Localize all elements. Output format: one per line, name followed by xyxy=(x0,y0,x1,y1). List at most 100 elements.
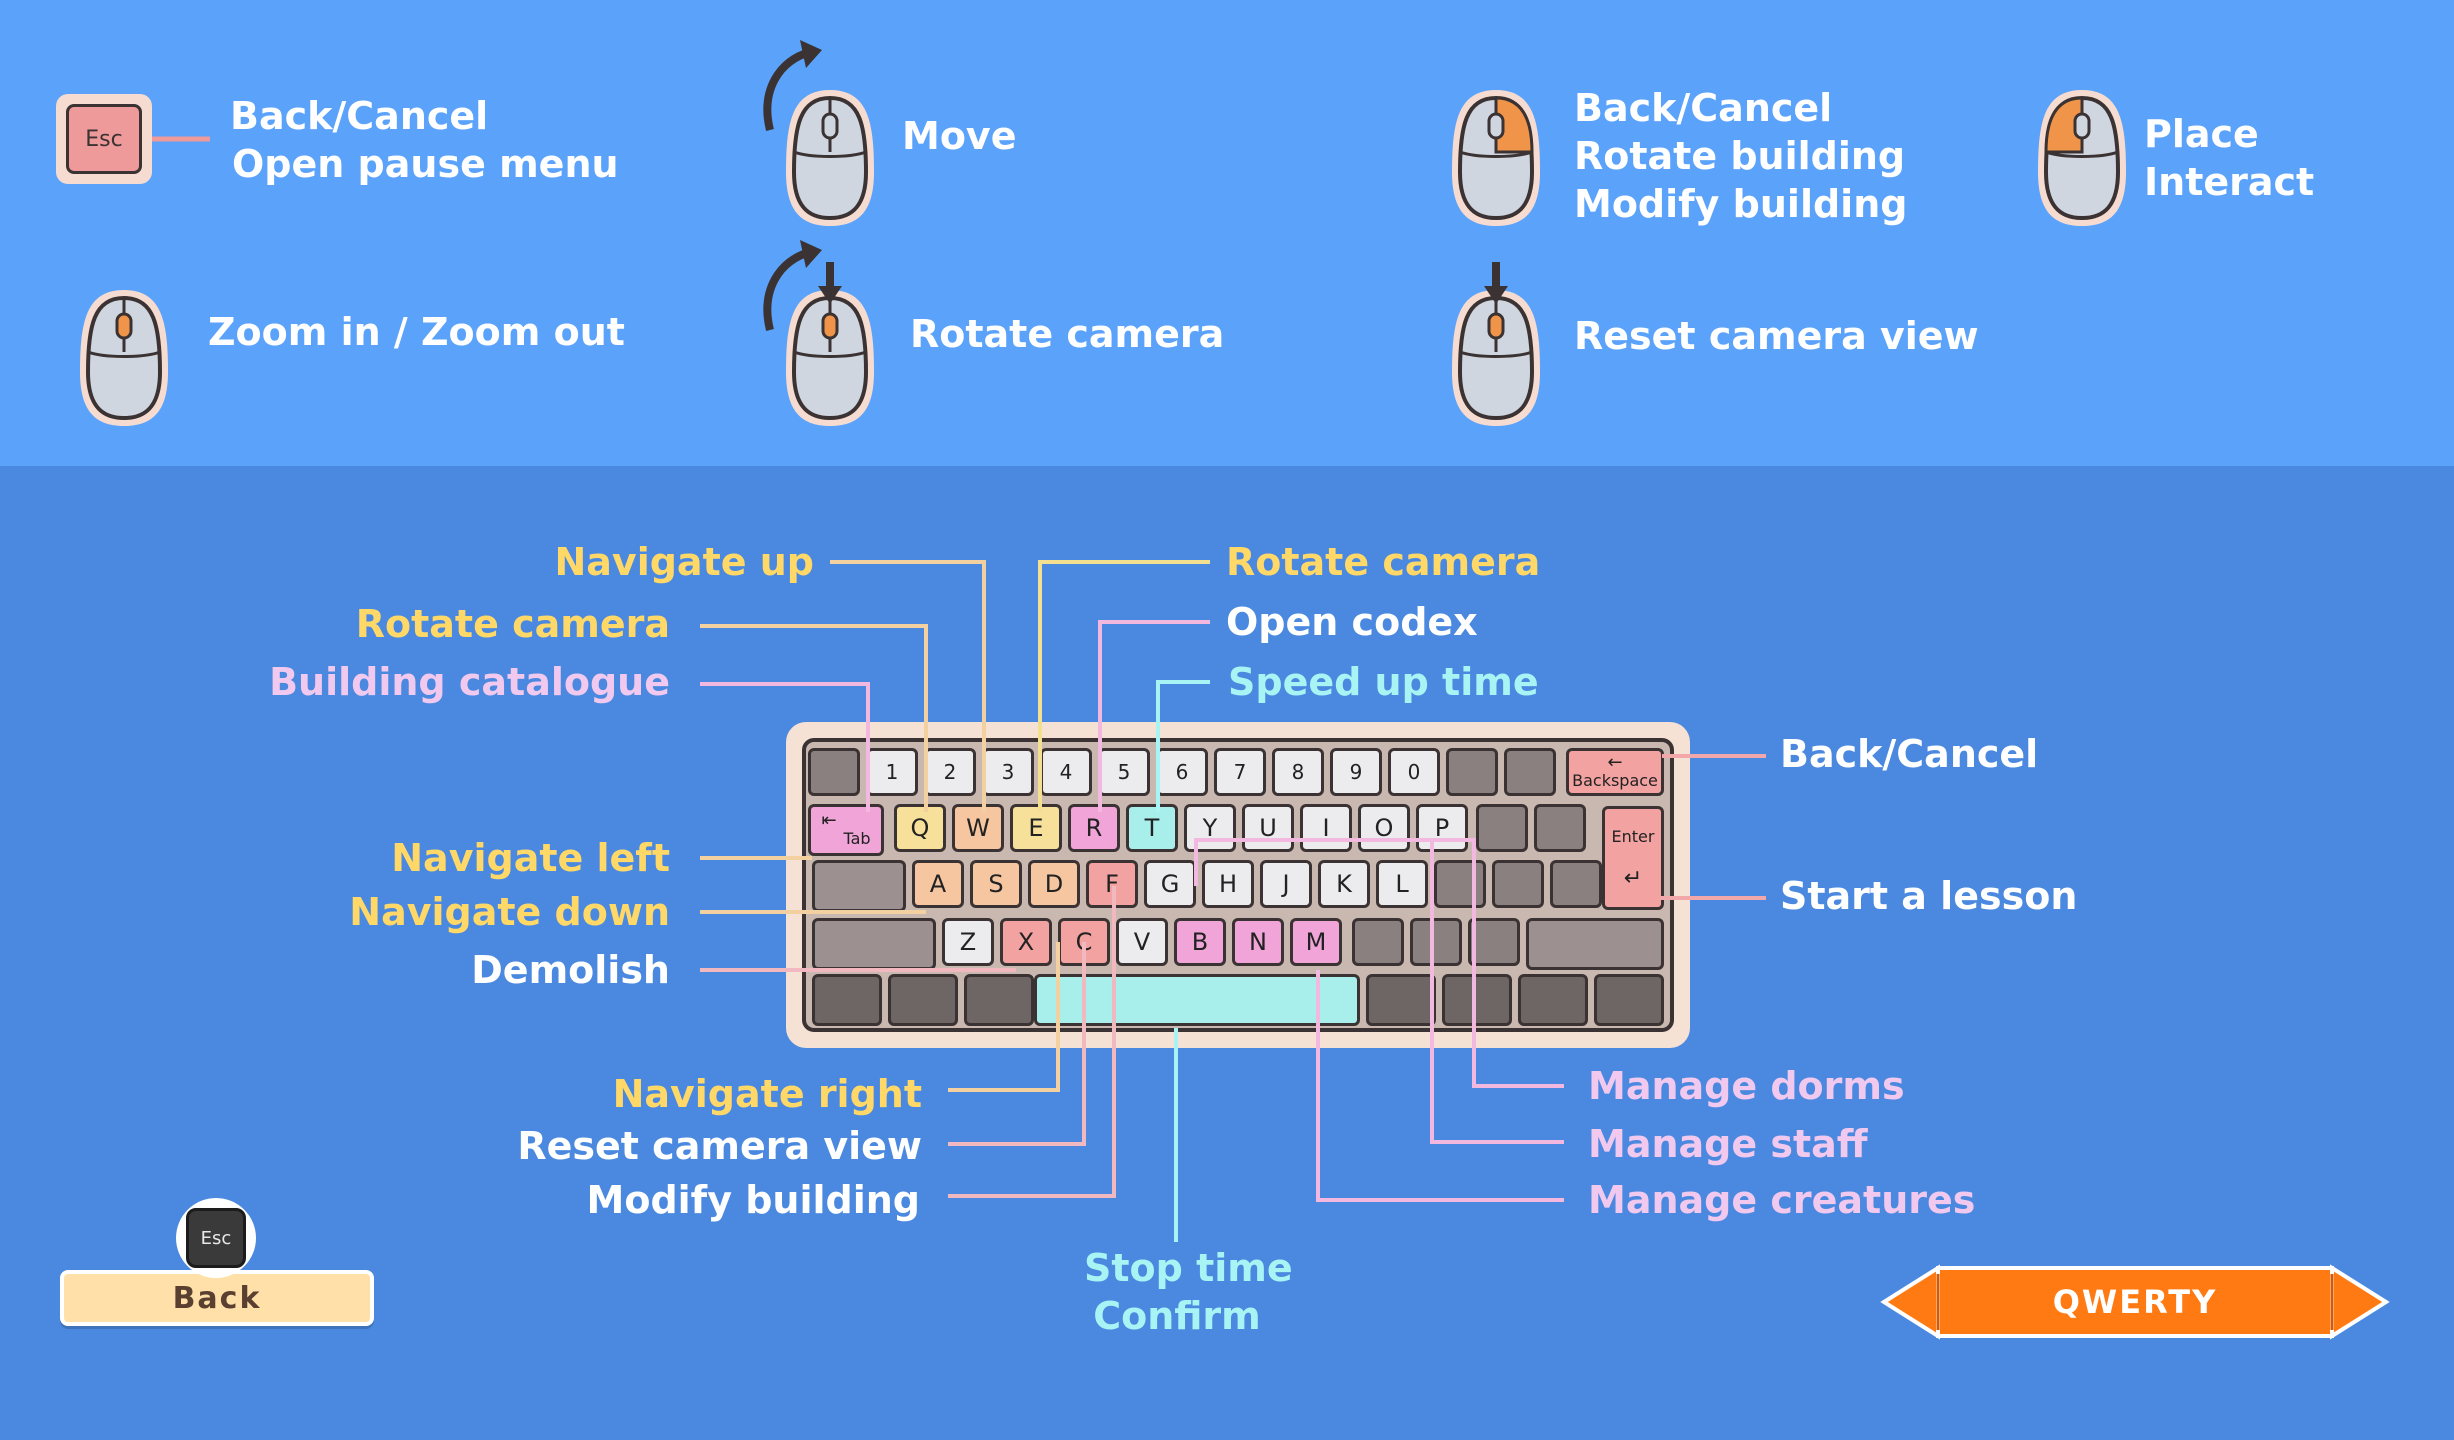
key-equals xyxy=(1504,748,1556,796)
key-backspace: ←Backspace xyxy=(1566,748,1664,796)
label-speed-up-time: Speed up time xyxy=(1228,660,1539,704)
key-c: C xyxy=(1058,918,1110,966)
key-t: T xyxy=(1126,804,1178,852)
key-menu xyxy=(1518,974,1588,1026)
label-modify-building: Modify building xyxy=(586,1178,920,1222)
right-click-description: Back/Cancel Rotate building Modify build… xyxy=(1574,84,1907,228)
key-fn xyxy=(1442,974,1512,1026)
layout-prev-arrow xyxy=(1880,1264,1940,1340)
key-i: I xyxy=(1300,804,1352,852)
key-3: 3 xyxy=(982,748,1034,796)
rotate-camera-mouse-icon xyxy=(784,288,876,428)
reset-camera-label: Reset camera view xyxy=(1574,314,1979,358)
key-o: O xyxy=(1358,804,1410,852)
key-tab: ⇤Tab xyxy=(808,804,884,856)
esc-line-back: Back/Cancel xyxy=(230,94,489,138)
label-demolish: Demolish xyxy=(471,948,670,992)
key-lwin xyxy=(888,974,958,1026)
right-click-line-2: Rotate building xyxy=(1574,134,1906,178)
key-9: 9 xyxy=(1330,748,1382,796)
label-confirm: Confirm xyxy=(1093,1294,1261,1338)
move-mouse-icon xyxy=(784,88,876,228)
key-rshift xyxy=(1526,918,1664,970)
back-button-label: Back xyxy=(172,1280,262,1316)
esc-description: Back/Cancel Open pause menu xyxy=(230,92,619,188)
key-caps xyxy=(812,860,906,912)
layout-selector[interactable]: QWERTY xyxy=(1880,1264,2390,1340)
key-5: 5 xyxy=(1098,748,1150,796)
reset-camera-mouse-icon xyxy=(1450,288,1542,428)
label-rotate-camera-e: Rotate camera xyxy=(1226,540,1541,584)
key-k: K xyxy=(1318,860,1370,908)
key-0: 0 xyxy=(1388,748,1440,796)
label-rotate-camera-q: Rotate camera xyxy=(355,602,670,646)
tab-label: Tab xyxy=(843,829,871,848)
back-esc-badge: Esc xyxy=(176,1198,256,1278)
key-semicolon xyxy=(1434,860,1486,908)
key-lalt xyxy=(964,974,1034,1026)
label-back-cancel: Back/Cancel xyxy=(1780,732,2039,776)
enter-label: Enter xyxy=(1611,827,1655,846)
mouse-controls-panel xyxy=(0,0,2454,466)
key-2: 2 xyxy=(924,748,976,796)
key-backslash xyxy=(1550,860,1602,908)
key-4: 4 xyxy=(1040,748,1092,796)
key-lbracket xyxy=(1476,804,1528,852)
left-click-mouse-icon xyxy=(2036,88,2128,228)
move-arrow-icon xyxy=(763,48,812,131)
label-stop-time: Stop time xyxy=(1084,1246,1293,1290)
layout-next-arrow xyxy=(2330,1264,2390,1340)
key-g: G xyxy=(1144,860,1196,908)
label-manage-dorms: Manage dorms xyxy=(1588,1064,1905,1108)
rotate-camera-label: Rotate camera xyxy=(910,312,1225,356)
key-b: B xyxy=(1174,918,1226,966)
key-quote xyxy=(1492,860,1544,908)
label-manage-staff: Manage staff xyxy=(1588,1122,1868,1166)
key-enter: Enter↵ xyxy=(1602,806,1664,910)
back-esc-label: Esc xyxy=(186,1208,246,1268)
key-lshift xyxy=(812,918,936,970)
key-d: D xyxy=(1028,860,1080,908)
key-comma xyxy=(1352,918,1404,966)
key-space xyxy=(1034,974,1360,1026)
key-p: P xyxy=(1416,804,1468,852)
esc-key-icon: Esc xyxy=(56,94,152,184)
label-building-catalogue: Building catalogue xyxy=(269,660,670,704)
label-navigate-right: Navigate right xyxy=(612,1072,922,1116)
label-start-lesson: Start a lesson xyxy=(1780,874,2078,918)
key-ralt xyxy=(1366,974,1436,1026)
key-m: M xyxy=(1290,918,1342,966)
back-button[interactable]: Back xyxy=(60,1270,374,1326)
esc-line-pause: Open pause menu xyxy=(232,142,619,186)
right-click-mouse-icon xyxy=(1450,88,1542,228)
scroll-mouse-icon xyxy=(78,288,170,428)
key-n: N xyxy=(1232,918,1284,966)
key-f: F xyxy=(1086,860,1138,908)
label-manage-creatures: Manage creatures xyxy=(1588,1178,1976,1222)
label-open-codex: Open codex xyxy=(1226,600,1478,644)
mouse-icons xyxy=(78,40,2128,428)
key-rctrl xyxy=(1594,974,1664,1026)
left-click-description: Place Interact xyxy=(2144,110,2314,206)
label-navigate-up: Navigate up xyxy=(554,540,814,584)
key-e: E xyxy=(1010,804,1062,852)
key-rbracket xyxy=(1534,804,1586,852)
key-j: J xyxy=(1260,860,1312,908)
key-l: L xyxy=(1376,860,1428,908)
key-period xyxy=(1410,918,1462,966)
key-8: 8 xyxy=(1272,748,1324,796)
layout-label: QWERTY xyxy=(2052,1283,2218,1321)
key-backtick xyxy=(808,748,860,796)
backspace-label: Backspace xyxy=(1572,771,1658,790)
layout-selector-shape xyxy=(1880,1264,2390,1340)
label-navigate-left: Navigate left xyxy=(391,836,670,880)
key-a: A xyxy=(912,860,964,908)
key-r: R xyxy=(1068,804,1120,852)
key-slash xyxy=(1468,918,1520,966)
right-click-line-1: Back/Cancel xyxy=(1574,86,1833,130)
key-w: W xyxy=(952,804,1004,852)
left-click-line-2: Interact xyxy=(2144,160,2315,204)
key-x: X xyxy=(1000,918,1052,966)
label-navigate-down: Navigate down xyxy=(349,890,670,934)
key-1: 1 xyxy=(866,748,918,796)
